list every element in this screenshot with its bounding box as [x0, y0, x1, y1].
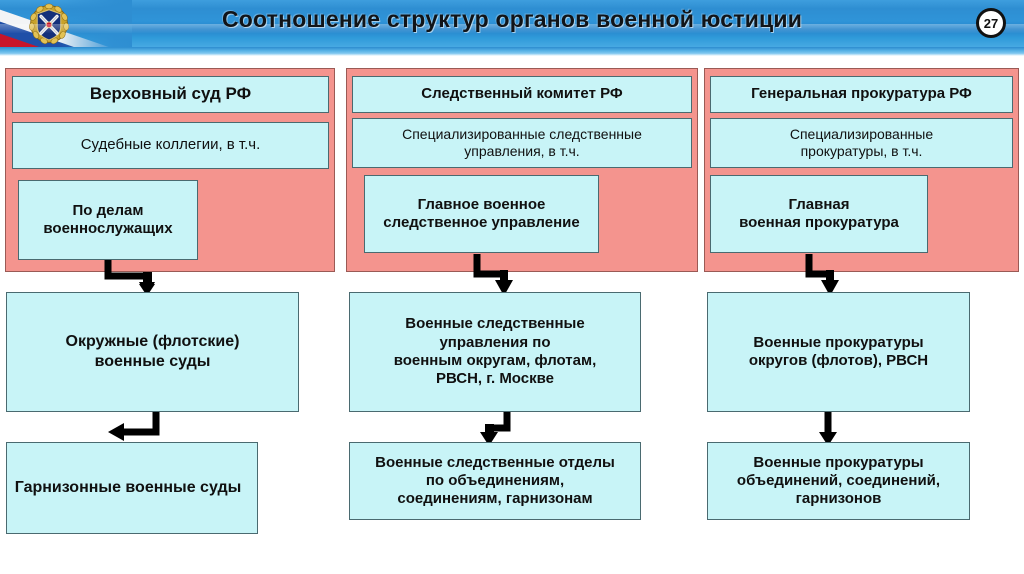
- russian-flag-graphic: [0, 0, 132, 47]
- box-specialized-prosecutors-offices[interactable]: Специализированные прокуратуры, в т.ч.: [710, 118, 1013, 168]
- box-formation-military-prosecutors[interactable]: Военные прокуратуры объединений, соедине…: [707, 442, 970, 520]
- box-supreme-court[interactable]: Верховный суд РФ: [12, 76, 329, 113]
- box-district-naval-courts-label: Окружные (флотские) военные суды: [65, 333, 240, 370]
- box-general-prosecutors-office-label: Генеральная прокуратура РФ: [751, 85, 972, 103]
- box-military-investigative-directorates[interactable]: Военные следственные управления по военн…: [349, 292, 641, 412]
- box-formation-military-prosecutors-label: Военные прокуратуры объединений, соедине…: [736, 453, 941, 508]
- slide-header: Соотношение структур органов военной юст…: [0, 0, 1024, 47]
- box-general-prosecutors-office[interactable]: Генеральная прокуратура РФ: [710, 76, 1013, 113]
- flag-fade-overlay: [58, 0, 132, 47]
- box-servicemen-cases-label: По делам военнослужащих: [43, 201, 173, 237]
- box-garrison-courts-label: Гарнизонные военные суды: [14, 479, 242, 497]
- box-district-military-prosecutors-label: Военные прокуратуры округов (флотов), РВ…: [748, 333, 929, 369]
- box-main-military-prosecutors-office-label: Главная военная прокуратура: [739, 195, 899, 231]
- box-judicial-collegia-label: Судебные коллегии, в т.ч.: [80, 136, 261, 154]
- box-military-investigative-directorates-label: Военные следственные управления по военн…: [393, 315, 597, 388]
- box-specialized-investigative-directorates[interactable]: Специализированные следственные управлен…: [352, 118, 692, 168]
- box-main-military-investigative-directorate[interactable]: Главное военное следственное управление: [364, 175, 599, 253]
- box-military-investigative-departments[interactable]: Военные следственные отделы по объединен…: [349, 442, 641, 520]
- box-main-military-prosecutors-office[interactable]: Главная военная прокуратура: [710, 175, 928, 253]
- box-supreme-court-label: Верховный суд РФ: [89, 84, 252, 104]
- box-district-military-prosecutors[interactable]: Военные прокуратуры округов (флотов), РВ…: [707, 292, 970, 412]
- box-district-naval-courts[interactable]: Окружные (флотские) военные суды: [6, 292, 299, 412]
- box-investigative-committee-label: Следственный комитет РФ: [421, 85, 623, 103]
- page-title: Соотношение структур органов военной юст…: [221, 6, 803, 32]
- box-specialized-prosecutors-offices-label: Специализированные прокуратуры, в т.ч.: [789, 125, 934, 159]
- box-garrison-courts[interactable]: Гарнизонные военные суды: [6, 442, 258, 534]
- header-underline: [0, 47, 1024, 56]
- box-investigative-committee[interactable]: Следственный комитет РФ: [352, 76, 692, 113]
- box-judicial-collegia[interactable]: Судебные коллегии, в т.ч.: [12, 122, 329, 169]
- military-justice-emblem-icon: [29, 3, 69, 44]
- box-main-military-investigative-directorate-label: Главное военное следственное управление: [383, 195, 580, 231]
- box-specialized-investigative-directorates-label: Специализированные следственные управлен…: [402, 125, 642, 159]
- box-military-investigative-departments-label: Военные следственные отделы по объединен…: [375, 453, 615, 508]
- box-servicemen-cases[interactable]: По делам военнослужащих: [18, 180, 198, 260]
- page-number-badge: 27: [976, 8, 1006, 38]
